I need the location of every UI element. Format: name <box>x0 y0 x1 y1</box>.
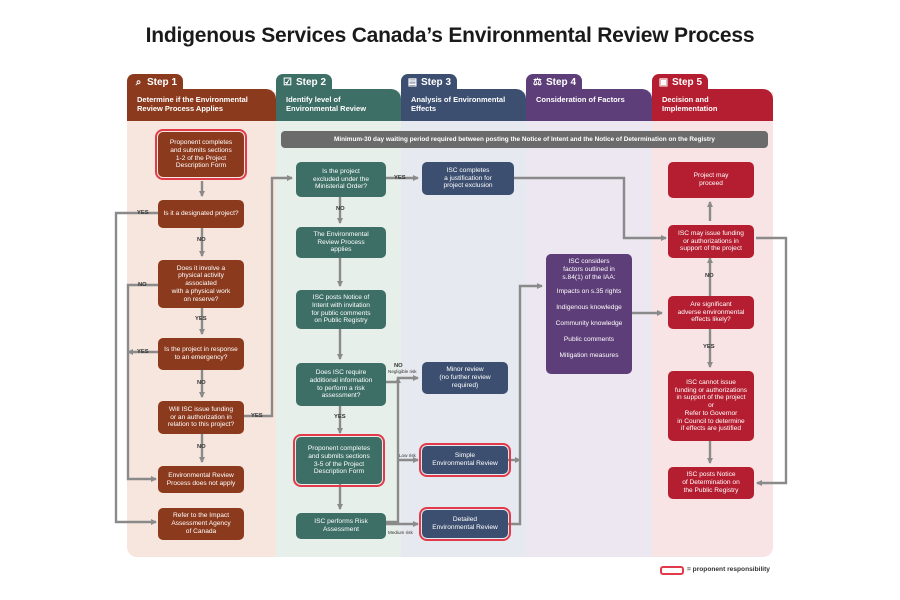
arrow-justification-to-funding <box>514 176 667 241</box>
label-designated-no: NO <box>197 237 206 243</box>
scales-icon: ⚖ <box>533 77 542 88</box>
factor-item: Public comments <box>563 335 615 343</box>
proponent-legend-swatch <box>660 566 684 575</box>
search-icon: ⌕ <box>135 77 142 88</box>
label-emergency-yes: YES <box>137 349 149 355</box>
step2-tab: ☑Step 2 <box>276 74 333 92</box>
factor-item: Community knowledge <box>555 319 623 327</box>
step5-header: Decision and Implementation <box>652 89 773 121</box>
step1-header: Determine if the Environmental Review Pr… <box>127 89 276 121</box>
checklist-icon: ☑ <box>283 77 292 88</box>
designated-project-box: Is it a designated project? <box>158 200 244 228</box>
label-adverse-yes: YES <box>703 344 715 350</box>
step3-header: Analysis of Environmental Effects <box>401 89 526 121</box>
arrow-reviews-to-factors <box>508 283 543 526</box>
label-activity-no: NO <box>138 282 147 288</box>
step3-tab: ▤Step 3 <box>401 74 458 92</box>
label-funding-yes: YES <box>251 413 263 419</box>
label-negligible-risk: Negligible risk <box>388 369 417 374</box>
factor-item: Mitigation measures <box>559 351 619 359</box>
label-info-yes: YES <box>334 414 346 420</box>
waiting-period-banner: Minimum-30 day waiting period required b… <box>281 131 768 148</box>
step1-tab: ⌕Step 1 <box>127 74 184 92</box>
page-title: Indigenous Services Canada’s Environment… <box>145 24 755 47</box>
label-designated-yes: YES <box>137 210 149 216</box>
step2-header: Identify level of Environmental Review <box>276 89 401 121</box>
arrow-designated-yes <box>114 211 158 525</box>
label-funding-no: NO <box>197 444 206 450</box>
label-adverse-no: NO <box>705 273 714 279</box>
clipboard-icon: ▣ <box>658 77 669 88</box>
factor-item: Impacts on s.35 rights <box>556 288 622 296</box>
label-activity-yes: YES <box>195 316 207 322</box>
label-emergency-no: NO <box>197 380 206 386</box>
label-info-no: NO <box>394 363 403 369</box>
arrow-funding-to-notice <box>756 236 788 486</box>
proponent-legend-label: = proponent responsibility <box>687 566 770 573</box>
label-low-risk: Low risk <box>399 453 416 458</box>
step4-header: Consideration of Factors <box>526 89 652 121</box>
label-medium-risk: Medium risk <box>388 530 413 535</box>
step4-tab: ⚖Step 4 <box>526 74 583 92</box>
label-excluded-yes: YES <box>394 175 406 181</box>
document-icon: ▤ <box>407 77 418 88</box>
arrow-info-negligible <box>386 375 419 384</box>
arrow-risk-negligible <box>386 377 401 524</box>
step5-tab: ▣Step 5 <box>652 74 709 92</box>
arrow-funding-yes <box>244 175 293 418</box>
factor-item: Indigenous knowledge <box>556 304 622 312</box>
arrow-activity-no <box>126 283 158 482</box>
label-excluded-no: NO <box>336 206 345 212</box>
